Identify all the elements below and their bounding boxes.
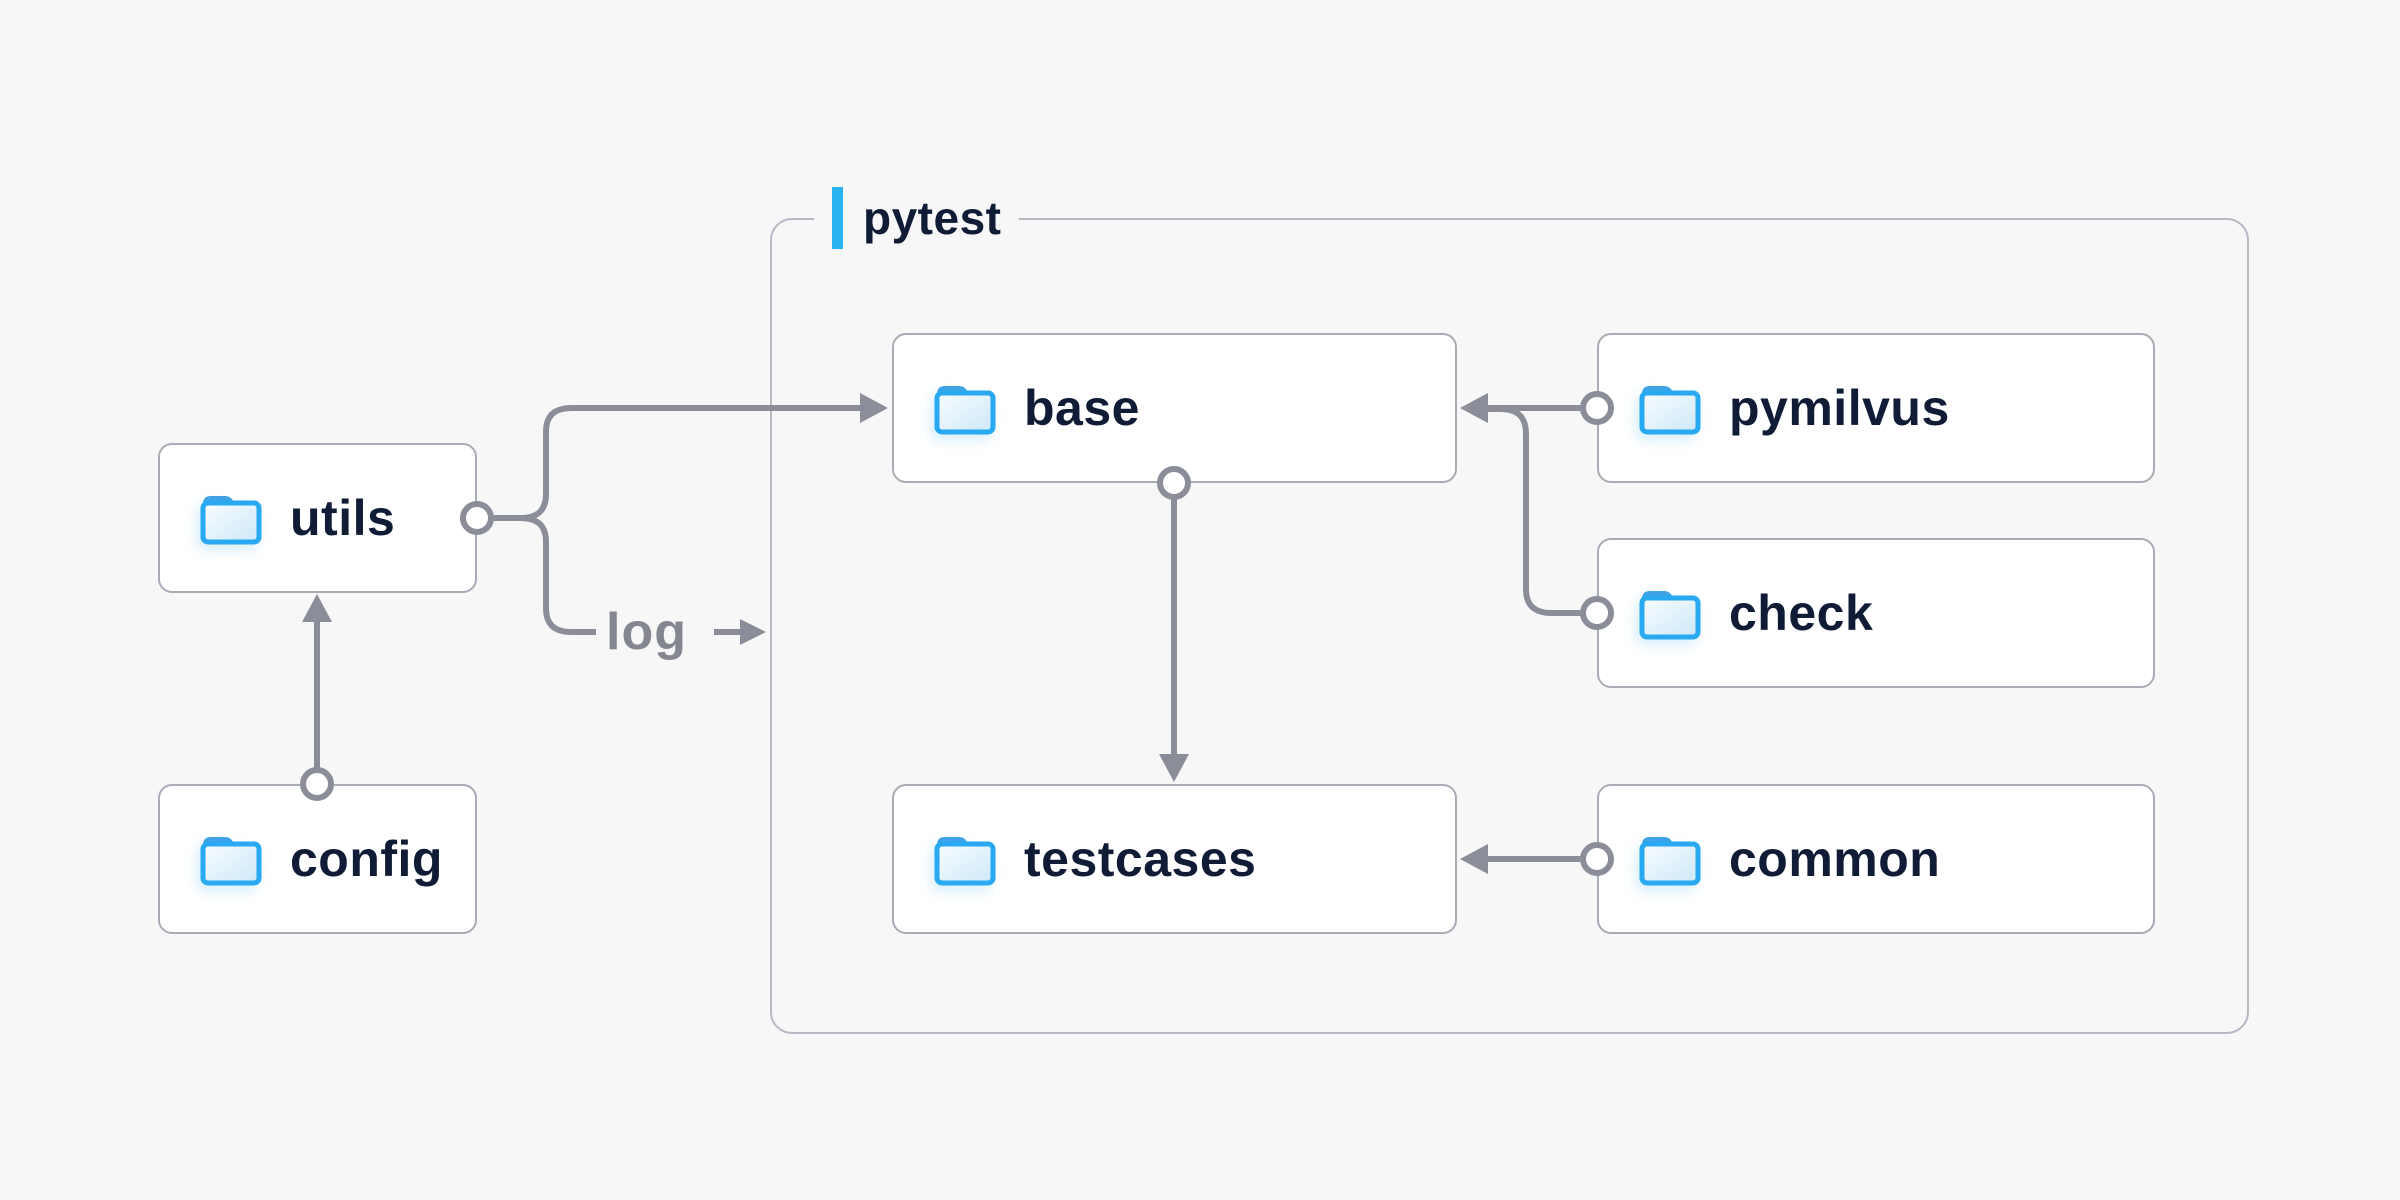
pytest-container: pytest	[770, 187, 2249, 1034]
pytest-container-label: pytest	[814, 187, 1020, 249]
node-label: testcases	[1024, 831, 1257, 887]
edge-config-utils	[300, 594, 334, 801]
node-pymilvus: pymilvus	[1597, 333, 2155, 483]
folder-icon	[932, 832, 998, 886]
node-label: pymilvus	[1729, 380, 1950, 436]
accent-bar	[832, 187, 843, 249]
node-label: config	[290, 831, 443, 887]
node-utils: utils	[158, 443, 477, 593]
folder-icon	[932, 381, 998, 435]
node-base: base	[892, 333, 1457, 483]
node-label: check	[1729, 585, 1874, 641]
pytest-container-title: pytest	[863, 192, 1002, 244]
folder-icon	[1637, 381, 1703, 435]
folder-icon	[1637, 832, 1703, 886]
node-testcases: testcases	[892, 784, 1457, 934]
folder-icon	[1637, 586, 1703, 640]
node-label: common	[1729, 831, 1941, 887]
node-label: base	[1024, 380, 1140, 436]
node-check: check	[1597, 538, 2155, 688]
node-label: utils	[290, 490, 396, 546]
folder-icon	[198, 832, 264, 886]
folder-icon	[198, 491, 264, 545]
node-config: config	[158, 784, 477, 934]
edge-label-log: log	[606, 603, 687, 661]
node-common: common	[1597, 784, 2155, 934]
